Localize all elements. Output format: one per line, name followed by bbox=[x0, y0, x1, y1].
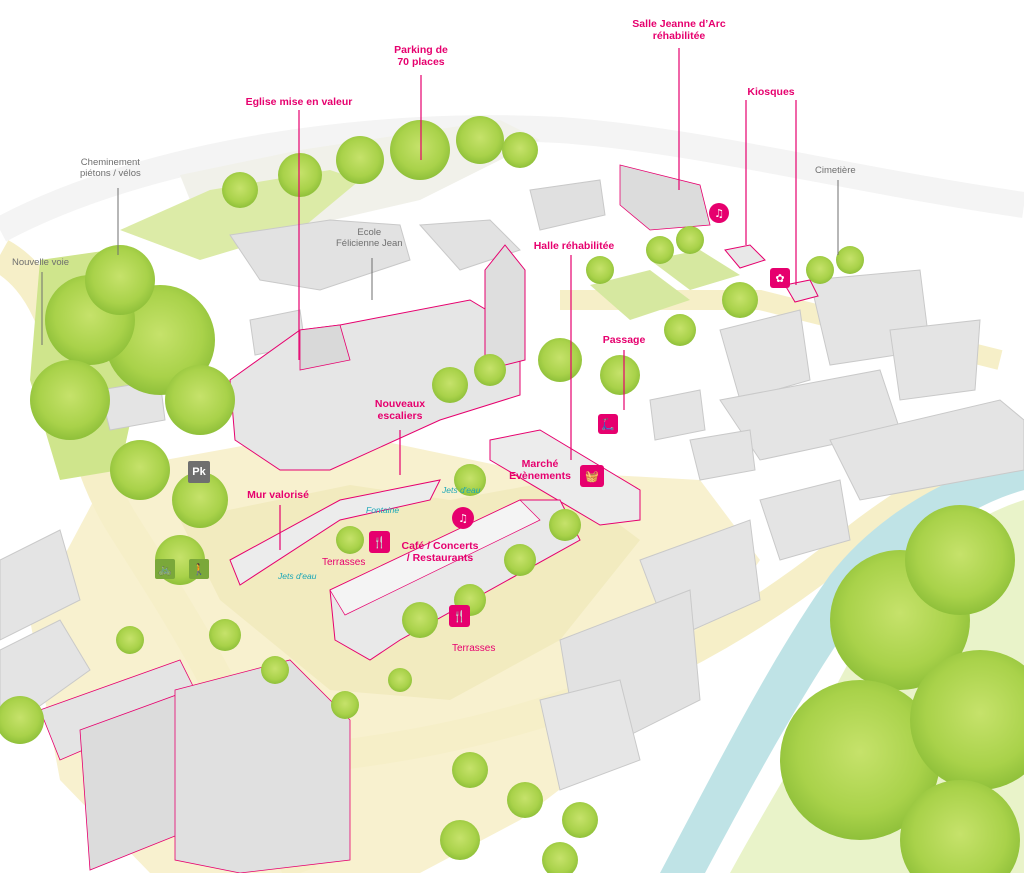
label-cheminement: Cheminement piétons / vélos bbox=[80, 157, 141, 179]
music-note-icon: ♫ bbox=[452, 507, 474, 529]
label-parking: Parking de 70 places bbox=[394, 44, 448, 69]
chef-hat-icon: 🍴 bbox=[369, 531, 390, 553]
lawn-square-2 bbox=[650, 250, 740, 290]
parking-sign-icon: Pk bbox=[188, 461, 210, 483]
bicycle-icon: 🚲 bbox=[155, 559, 175, 579]
label-passage: Passage bbox=[602, 334, 646, 346]
label-nouvelle-voie: Nouvelle voie bbox=[12, 257, 70, 268]
music-note-icon: ♫ bbox=[709, 203, 729, 223]
kiosk-flower-icon: ✿ bbox=[770, 268, 790, 288]
label-halle: Halle réhabilitée bbox=[533, 240, 615, 252]
label-kiosques: Kiosques bbox=[747, 86, 795, 98]
kiosk-2 bbox=[784, 279, 819, 303]
road-north bbox=[0, 115, 1024, 242]
grey-leader-lines bbox=[41, 180, 839, 345]
label-eglise: Eglise mise en valeur bbox=[245, 96, 353, 108]
label-cafe-concerts: Café / Concerts / Restaurants bbox=[401, 540, 479, 565]
market-hall bbox=[489, 429, 641, 526]
pedestrian-icon: 🚶 bbox=[189, 559, 209, 579]
label-terrasses-2: Terrasses bbox=[452, 643, 496, 654]
leader-lines bbox=[279, 48, 797, 550]
lawn-square bbox=[590, 270, 690, 320]
label-jets-deau-1: Jets d'eau bbox=[442, 485, 481, 495]
label-jets-deau-2: Jets d'eau bbox=[278, 571, 317, 581]
label-fontaine: Fontaine bbox=[366, 505, 400, 515]
label-terrasses-1: Terrasses bbox=[322, 557, 366, 568]
label-marche-evenements: Marché Evènements bbox=[509, 458, 571, 483]
chef-hat-icon: 🍴 bbox=[449, 605, 470, 627]
river bbox=[660, 455, 1024, 873]
label-mur-valorise: Mur valorisé bbox=[247, 489, 309, 501]
buildings bbox=[0, 164, 1024, 873]
market-basket-icon: 🧺 bbox=[580, 465, 604, 487]
label-salle-jeanne-darc: Salle Jeanne d’Arc réhabilitée bbox=[632, 18, 726, 43]
scooter-icon: 🛴 bbox=[598, 414, 618, 434]
kiosk-1 bbox=[724, 244, 766, 269]
cafe-building bbox=[329, 499, 581, 661]
label-ecole: Ecole Félicienne Jean bbox=[336, 227, 403, 249]
label-cimetiere: Cimetière bbox=[815, 165, 856, 176]
trees bbox=[0, 116, 1024, 873]
wall bbox=[229, 479, 441, 586]
label-nouveaux-escaliers: Nouveaux escaliers bbox=[374, 398, 426, 423]
church bbox=[229, 244, 526, 471]
